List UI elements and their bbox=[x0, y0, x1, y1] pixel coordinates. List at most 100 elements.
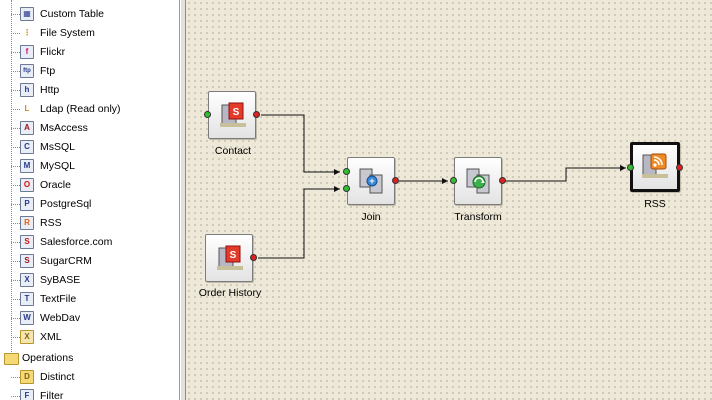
tree-item-sybase[interactable]: X SyBASE bbox=[0, 271, 179, 290]
port-join-out[interactable] bbox=[392, 177, 399, 184]
tree-item-custom-table[interactable]: ▦ Custom Table bbox=[0, 5, 179, 24]
tree-item-label: Ftp bbox=[40, 65, 56, 77]
port-contact-in[interactable] bbox=[204, 111, 211, 118]
wire-order-history-to-join[interactable] bbox=[258, 188, 340, 259]
tree-item-label: WebDav bbox=[40, 312, 81, 324]
tree-item-label: RSS bbox=[40, 217, 62, 229]
node-transform[interactable] bbox=[454, 157, 502, 205]
salesforce-source-icon: S bbox=[217, 245, 243, 270]
flickr-icon: f bbox=[20, 45, 34, 59]
port-transform-in[interactable] bbox=[450, 177, 457, 184]
arrow-head bbox=[620, 165, 626, 171]
salesforce-source-icon: S bbox=[220, 102, 246, 127]
node-label-rss: RSS bbox=[644, 198, 666, 210]
port-transform-out[interactable] bbox=[499, 177, 506, 184]
node-label-order-history: Order History bbox=[198, 287, 262, 299]
distinct-icon: D bbox=[20, 370, 34, 384]
tree-item-label: SugarCRM bbox=[40, 255, 92, 267]
port-rss-in[interactable] bbox=[627, 164, 634, 171]
postgresql-icon: P bbox=[20, 197, 34, 211]
tree-folder-operations[interactable]: Operations bbox=[0, 349, 179, 368]
tree-item-label: Filter bbox=[40, 390, 64, 400]
tree-item-filter[interactable]: F Filter bbox=[0, 387, 179, 400]
mysql-icon: M bbox=[20, 159, 34, 173]
port-join-in-1[interactable] bbox=[343, 168, 350, 175]
tree-item-ftp[interactable]: ftp Ftp bbox=[0, 62, 179, 81]
tree-item-ldap[interactable]: L Ldap (Read only) bbox=[0, 100, 179, 119]
webdav-icon: W bbox=[20, 311, 34, 325]
tree-item-mysql[interactable]: M MySQL bbox=[0, 157, 179, 176]
port-order-history-out[interactable] bbox=[250, 254, 257, 261]
table-icon: ▦ bbox=[20, 7, 34, 21]
node-label-join: Join bbox=[361, 211, 381, 223]
tree-item-label: File System bbox=[40, 27, 95, 39]
tree-item-oracle[interactable]: O Oracle bbox=[0, 176, 179, 195]
wire-contact-to-join[interactable] bbox=[261, 114, 340, 173]
node-label-contact: Contact bbox=[214, 145, 252, 157]
tree-item-flickr[interactable]: f Flickr bbox=[0, 43, 179, 62]
node-join[interactable]: + bbox=[347, 157, 395, 205]
svg-text:+: + bbox=[369, 176, 374, 186]
tree-item-label: Distinct bbox=[40, 371, 75, 383]
tree-item-label: MsSQL bbox=[40, 141, 76, 153]
folder-icon bbox=[4, 353, 19, 365]
xml-icon: X bbox=[20, 330, 34, 344]
textfile-icon: T bbox=[20, 292, 34, 306]
oracle-icon: O bbox=[20, 178, 34, 192]
component-tree: ▦ Custom Table ⋮ File System f Flickr ft… bbox=[0, 0, 180, 400]
tree-item-http[interactable]: h Http bbox=[0, 81, 179, 100]
tree-item-label: SyBASE bbox=[40, 274, 81, 286]
connection-wires bbox=[258, 114, 626, 259]
tree-item-msaccess[interactable]: A MsAccess bbox=[0, 119, 179, 138]
tree-item-label: Http bbox=[40, 84, 60, 96]
design-canvas[interactable]: S Contact S Order History + Join bbox=[186, 0, 712, 400]
arrow-head bbox=[334, 169, 340, 175]
svg-text:S: S bbox=[230, 250, 237, 261]
node-order-history[interactable]: S bbox=[205, 234, 253, 282]
ftp-icon: ftp bbox=[20, 64, 34, 78]
panel-splitter[interactable] bbox=[180, 0, 186, 400]
node-contact[interactable]: S bbox=[208, 91, 256, 139]
tree-item-file-system[interactable]: ⋮ File System bbox=[0, 24, 179, 43]
arrow-head bbox=[442, 178, 448, 184]
tree-item-mssql[interactable]: C MsSQL bbox=[0, 138, 179, 157]
sybase-icon: X bbox=[20, 273, 34, 287]
filter-icon: F bbox=[20, 389, 34, 400]
arrow-head bbox=[334, 186, 340, 192]
tree-item-textfile[interactable]: T TextFile bbox=[0, 290, 179, 309]
tree-item-label: Salesforce.com bbox=[40, 236, 113, 248]
tree-item-label: Custom Table bbox=[40, 8, 105, 20]
tree-guide-line bbox=[11, 0, 12, 360]
http-icon: h bbox=[20, 83, 34, 97]
transform-icon bbox=[466, 168, 490, 194]
tree-item-sugarcrm[interactable]: S SugarCRM bbox=[0, 252, 179, 271]
port-join-in-2[interactable] bbox=[343, 185, 350, 192]
node-label-transform: Transform bbox=[454, 211, 502, 223]
tree-item-xml[interactable]: X XML bbox=[0, 328, 179, 347]
rss-icon: R bbox=[20, 216, 34, 230]
tree-item-label: XML bbox=[40, 331, 62, 343]
mssql-icon: C bbox=[20, 140, 34, 154]
tree-item-webdav[interactable]: W WebDav bbox=[0, 309, 179, 328]
tree-item-label: Flickr bbox=[40, 46, 66, 58]
port-contact-out[interactable] bbox=[253, 111, 260, 118]
ldap-icon: L bbox=[20, 102, 34, 116]
tree-item-label: MsAccess bbox=[40, 122, 88, 134]
tree-item-salesforce[interactable]: S Salesforce.com bbox=[0, 233, 179, 252]
tree-item-distinct[interactable]: D Distinct bbox=[0, 368, 179, 387]
msaccess-icon: A bbox=[20, 121, 34, 135]
tree-item-postgresql[interactable]: P PostgreSql bbox=[0, 195, 179, 214]
tree-folder-label: Operations bbox=[22, 352, 74, 364]
tree-item-label: Ldap (Read only) bbox=[40, 103, 121, 115]
tree-item-label: MySQL bbox=[40, 160, 76, 172]
wire-transform-to-rss[interactable] bbox=[505, 167, 626, 182]
sugarcrm-icon: S bbox=[20, 254, 34, 268]
node-rss[interactable] bbox=[630, 142, 680, 192]
tree-item-rss[interactable]: R RSS bbox=[0, 214, 179, 233]
tree-item-label: Oracle bbox=[40, 179, 71, 191]
port-rss-out[interactable] bbox=[676, 164, 683, 171]
tree-item-label: PostgreSql bbox=[40, 198, 92, 210]
rss-target-icon bbox=[642, 153, 668, 178]
file-system-icon: ⋮ bbox=[20, 26, 34, 40]
join-icon: + bbox=[359, 168, 383, 194]
